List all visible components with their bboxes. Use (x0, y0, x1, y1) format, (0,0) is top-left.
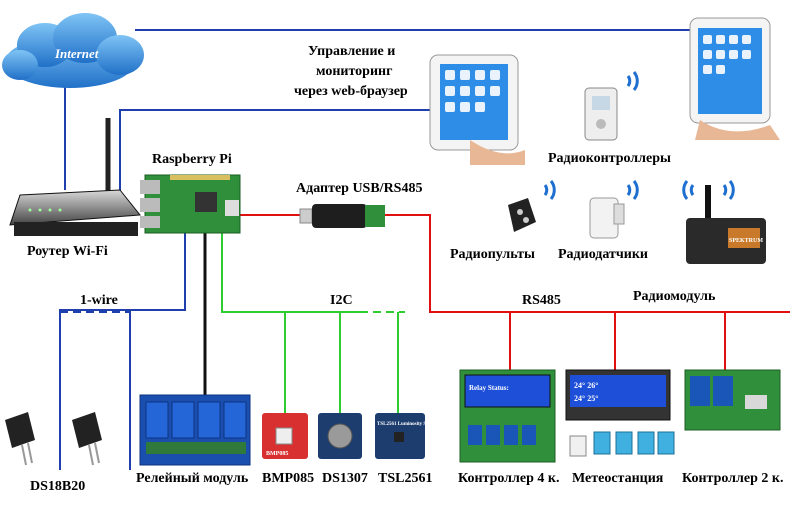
radiosensor-icon (589, 197, 625, 239)
raspberry-label: Raspberry Pi (152, 152, 232, 167)
meteo-station: 24° 26° 24° 25° (565, 369, 675, 457)
control-text-line3: через web-браузер (294, 84, 408, 99)
bmp085-board: BMP085 (262, 413, 308, 459)
router-label: Роутер Wi-Fi (27, 244, 108, 259)
radiosensors-label: Радиодатчики (558, 247, 648, 262)
i2c-bus (221, 230, 399, 413)
tsl2561-board: TSL2561 Luminosity Sensor (375, 413, 439, 459)
radiopult-icon (508, 198, 536, 232)
ds18b20-label: DS18B20 (30, 479, 85, 494)
ds1307-label: DS1307 (322, 471, 368, 486)
rs485-bus (240, 214, 790, 370)
controller2-board (684, 369, 781, 431)
i2c-label: I2C (330, 293, 353, 308)
wifi-icon (682, 180, 735, 200)
wifi-icon (543, 180, 556, 200)
relay-module-label: Релейный модуль (136, 471, 249, 486)
meteo-label: Метеостанция (572, 471, 664, 486)
radiopults-label: Радиопульты (450, 247, 535, 262)
ds1307-board (318, 413, 362, 459)
tsl2561-label: TSL2561 (378, 471, 432, 486)
controller2-label: Контроллер 2 к. (682, 471, 783, 486)
wifi-icon (626, 180, 639, 200)
usb-rs485-adapter (299, 204, 385, 228)
tablet-right-icon (689, 17, 780, 140)
ds18b20-sensor-2 (72, 412, 102, 466)
adapter-label: Адаптер USB/RS485 (296, 181, 422, 196)
radiomodule-label: Радиомодуль (633, 289, 716, 304)
radiocontrollers-label: Радиоконтроллеры (548, 151, 671, 166)
control-text-line2: мониторинг (316, 64, 392, 79)
wifi-icon (626, 71, 639, 91)
router-icon (9, 118, 141, 236)
relay-module-board (139, 394, 251, 466)
radiomodule-icon: SPEKTRUM (686, 185, 766, 264)
bmp085-chip-label: BMP085 (266, 451, 288, 457)
radio-brand: SPEKTRUM (729, 238, 763, 244)
ds18b20-sensor-1 (5, 412, 35, 466)
controller4-lcd-text: Relay Status: (469, 384, 509, 392)
internet-cloud: Internet (2, 13, 144, 88)
lan-links (59, 29, 720, 470)
controller4-board: Relay Status: (459, 369, 556, 463)
raspberry-pi-board (140, 174, 241, 234)
meteo-lcd-line2: 24° 25° (574, 394, 598, 403)
control-text-line1: Управление и (308, 44, 395, 59)
internet-label: Internet (54, 46, 99, 61)
rs485-label: RS485 (522, 293, 561, 308)
tsl2561-board-label: TSL2561 Luminosity Sensor (377, 422, 439, 427)
controller4-label: Контроллер 4 к. (458, 471, 559, 486)
meteo-lcd-line1: 24° 26° (574, 381, 598, 390)
bmp085-label: BMP085 (262, 471, 314, 486)
radiocontroller-icon (584, 87, 618, 141)
onewire-label: 1-wire (80, 293, 118, 308)
tablet-left-icon (429, 54, 525, 165)
